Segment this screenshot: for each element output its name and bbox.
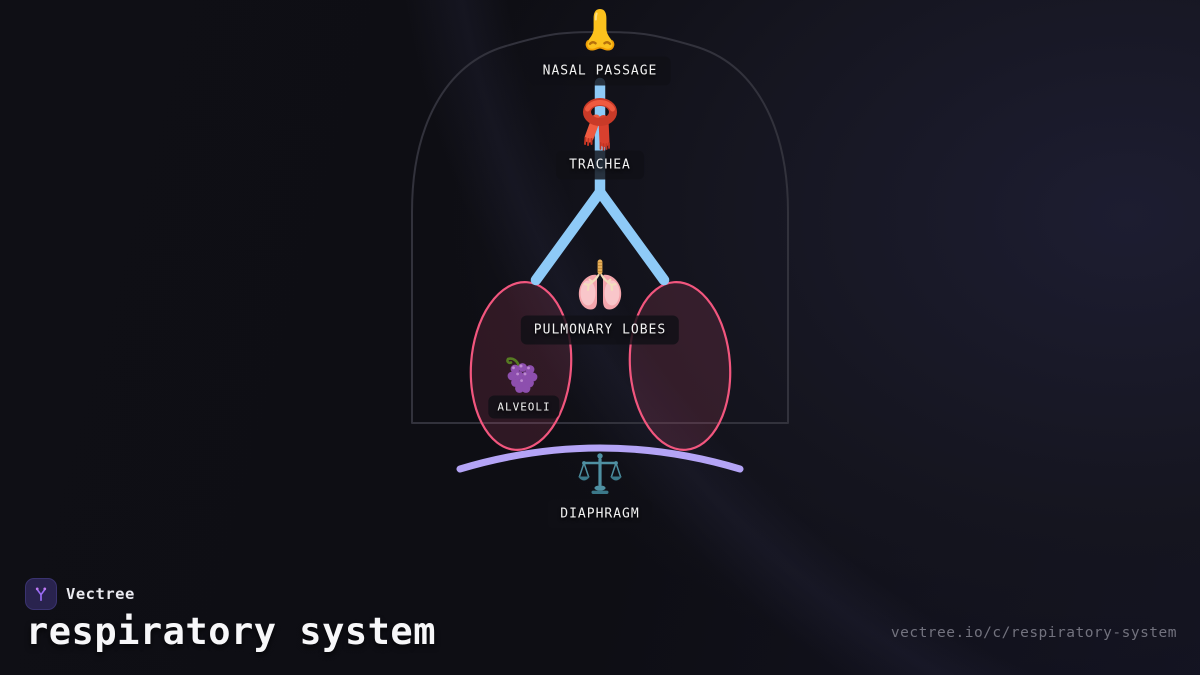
grapes-icon — [503, 353, 541, 395]
right-lung-shape — [628, 281, 732, 451]
balance-scale-icon — [577, 452, 623, 498]
label-alveoli: ALVEOLI — [488, 395, 560, 419]
page-title: respiratory system — [26, 610, 436, 653]
label-diaphragm: DIAPHRAGM — [547, 499, 653, 529]
label-pulmonary-lobes: PULMONARY LOBES — [520, 315, 680, 345]
lungs-icon — [575, 258, 625, 312]
branch-icon — [30, 583, 52, 605]
brand-name: Vectree — [66, 585, 135, 603]
diaphragm-arc — [456, 444, 744, 473]
scarf-icon — [577, 98, 623, 152]
nose-icon — [582, 8, 618, 52]
share-url: vectree.io/c/respiratory-system — [890, 625, 1177, 641]
vectree-logo — [25, 578, 57, 610]
label-trachea: TRACHEA — [556, 150, 644, 180]
label-nasal-passage: NASAL PASSAGE — [529, 56, 671, 86]
